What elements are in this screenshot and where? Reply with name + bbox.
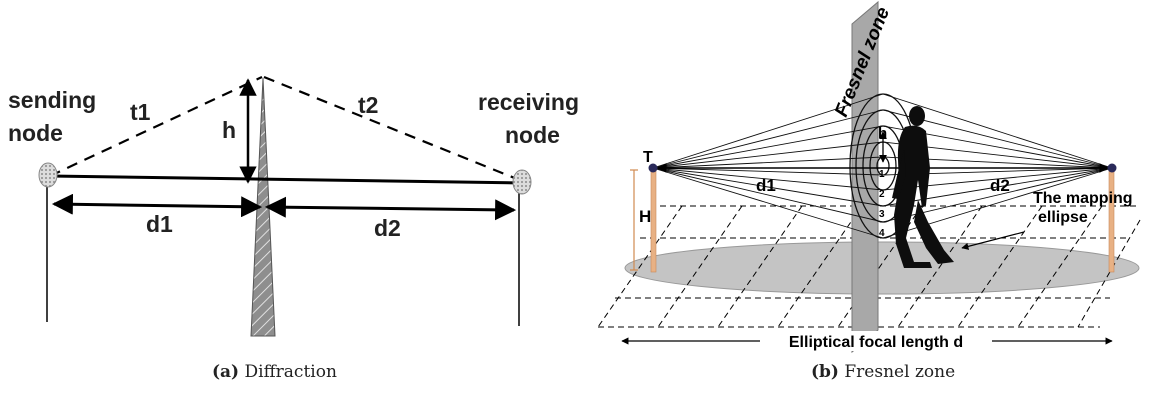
- sending-node-icon: [38, 162, 58, 188]
- sending-node-label-2: node: [8, 120, 63, 146]
- zone-number-3: 3: [879, 209, 885, 220]
- mapping-ellipse-shape: [624, 241, 1140, 295]
- sending-node-label: sending: [8, 87, 96, 113]
- caption-a: (a) Diffraction: [212, 362, 337, 382]
- receiving-node-label-2: node: [505, 122, 560, 148]
- h-label: h: [222, 117, 236, 143]
- d1-label-b: d1: [756, 176, 776, 195]
- path-t2: [263, 75, 523, 183]
- d2-arrow: [264, 196, 517, 221]
- d2-label: d2: [374, 215, 401, 241]
- figure-canvas: sending node receiving node t1 t2 h d1 d…: [8, 0, 1141, 354]
- walking-person-icon: [892, 106, 954, 269]
- h-label-b: h: [878, 125, 887, 142]
- caption-a-letter: (a): [212, 362, 240, 382]
- zone-number-2: 2: [879, 189, 885, 200]
- caption-a-text: Diffraction: [239, 362, 337, 382]
- mapping-ellipse-label: The mapping: [1033, 190, 1133, 207]
- d2-label-b: d2: [990, 176, 1010, 195]
- panel-diffraction: sending node receiving node t1 t2 h d1 d…: [8, 75, 579, 337]
- line-of-sight: [49, 174, 523, 185]
- caption-b-letter: (b): [811, 362, 839, 382]
- caption-b-text: Fresnel zone: [838, 362, 956, 382]
- mapping-pointer: [961, 231, 1025, 250]
- fresnel-plane: [851, 0, 879, 354]
- H-label: H: [639, 207, 651, 226]
- panel-fresnel-zone: 1 2 3 4 Fresnel zone T H h d1 d2 The map…: [597, 0, 1141, 354]
- focal-length-label: Elliptical focal length d: [789, 334, 963, 351]
- receiver-node-icon-b: [1107, 163, 1117, 173]
- receiving-node-icon: [512, 169, 532, 195]
- transmitter-pole: [650, 169, 657, 273]
- d1-arrow: [51, 193, 263, 218]
- path-t1: [49, 76, 263, 177]
- t1-label: t1: [130, 99, 151, 125]
- zone-number-1: 1: [879, 169, 885, 180]
- transmitter-node-icon: [648, 163, 658, 173]
- zone-number-4: 4: [879, 228, 885, 239]
- caption-b: (b) Fresnel zone: [811, 362, 955, 382]
- d1-label: d1: [146, 211, 173, 237]
- receiver-pole-b: [1108, 169, 1115, 273]
- mapping-ellipse-label-2: ellipse: [1038, 209, 1088, 226]
- receiving-node-label: receiving: [478, 89, 579, 115]
- t2-label: t2: [358, 92, 378, 118]
- focal-length-label-bg: [760, 331, 992, 351]
- T-label: T: [643, 149, 653, 166]
